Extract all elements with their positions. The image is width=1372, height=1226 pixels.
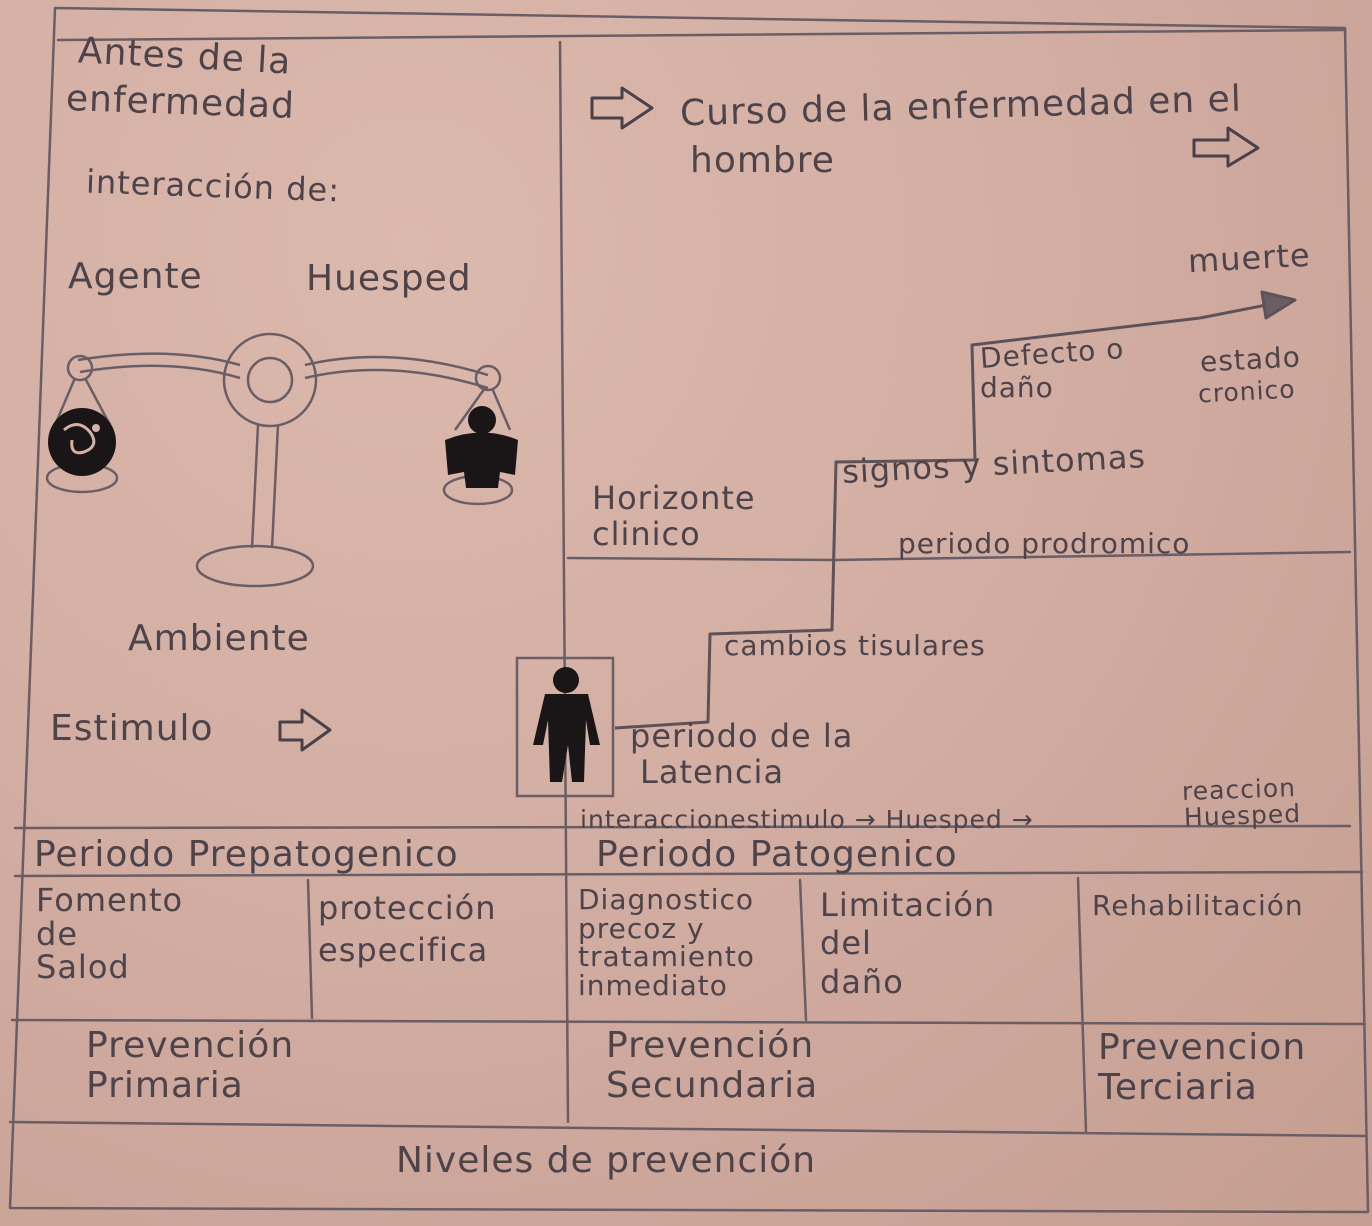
- secondary-prevention-cell: Prevención Secundaria: [606, 1025, 819, 1106]
- pathogenic-period-label: Periodo Patogenico: [596, 834, 958, 875]
- prevention-row-bottom: [8, 1120, 1368, 1138]
- arrow-right-icon: [1192, 126, 1260, 168]
- stimulus-label: Estimulo: [50, 708, 214, 749]
- damage-label: daño: [980, 371, 1054, 404]
- period-row-bottom: [13, 870, 1364, 878]
- latency-line2: Latencia: [640, 753, 785, 791]
- agent-label: Agente: [68, 256, 203, 297]
- specific-protection-cell: protección especifica: [318, 889, 497, 969]
- prepathogenic-title-line2: enfermedad: [65, 78, 296, 127]
- prepathogenic-period-label: Periodo Prepatogenico: [34, 834, 459, 875]
- tissue-changes-label: cambios tisulares: [724, 629, 986, 662]
- host-label: Huesped: [306, 258, 472, 299]
- arrow-right-icon: [590, 86, 654, 130]
- top-divider: [558, 40, 570, 1124]
- course-line2: hombre: [690, 140, 835, 181]
- death-label: muerte: [1187, 235, 1312, 281]
- interaction-flow-label: interaccionestimulo → Huesped →: [580, 805, 1034, 834]
- measures-row-bottom: [10, 1018, 1367, 1026]
- tertiary-prevention-cell: Prevencion Terciaria: [1098, 1027, 1307, 1108]
- chronic-line1: estado: [1199, 340, 1302, 379]
- prevention-levels-footer: Niveles de prevención: [396, 1140, 817, 1181]
- early-diagnosis-cell: Diagnostico precoz y tratamiento inmedia…: [578, 883, 755, 1002]
- clinical-horizon-line1: Horizonte: [592, 479, 756, 517]
- health-promotion-cell: Fomento de Salod: [36, 881, 184, 987]
- chronic-line2: cronico: [1197, 374, 1297, 409]
- primary-prevention-cell: Prevención Primaria: [86, 1025, 295, 1106]
- rehabilitation-cell: Rehabilitación: [1092, 889, 1304, 922]
- disease-staircase: [614, 290, 1297, 730]
- clinical-horizon-line2: clinico: [592, 515, 701, 553]
- damage-limitation-cell: Limitación del daño: [820, 886, 996, 1001]
- period-row-top: [13, 824, 1352, 830]
- reaction-line2: Huesped: [1183, 798, 1302, 833]
- balance-scale-icon: [45, 332, 514, 588]
- person-icon: [515, 656, 615, 798]
- environment-label: Ambiente: [128, 618, 310, 659]
- agent-icon: [48, 408, 116, 476]
- latency-line1: periodo de la: [630, 717, 854, 755]
- frame-border: [8, 6, 1370, 1214]
- host-icon: [445, 406, 518, 488]
- arrow-right-icon: [278, 708, 332, 752]
- prodromal-label: periodo prodromico: [898, 527, 1191, 560]
